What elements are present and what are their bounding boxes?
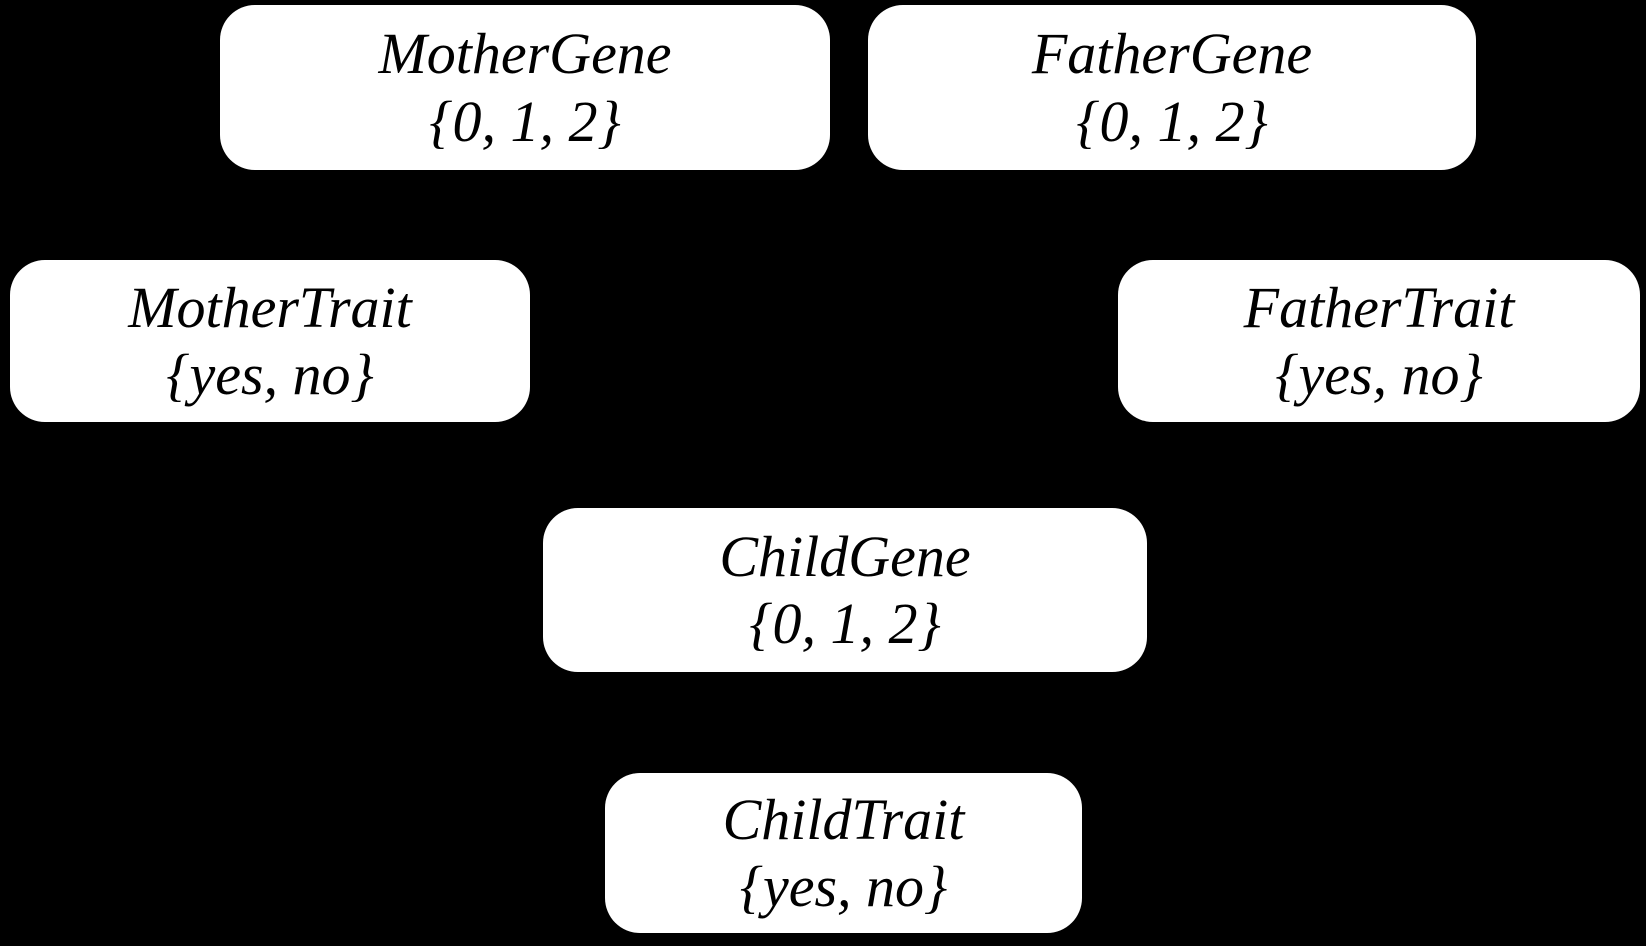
node-child-trait: ChildTrait {yes, no}: [605, 773, 1082, 933]
node-mother-gene-label: MotherGene: [378, 21, 672, 87]
node-mother-trait: MotherTrait {yes, no}: [10, 260, 530, 422]
node-child-trait-label: ChildTrait: [722, 786, 965, 852]
node-child-gene-label: ChildGene: [719, 523, 971, 589]
node-father-trait-domain: {yes, no}: [1275, 342, 1483, 407]
node-father-gene-label: FatherGene: [1031, 21, 1313, 87]
node-father-gene: FatherGene {0, 1, 2}: [868, 5, 1476, 170]
node-mother-trait-label: MotherTrait: [128, 274, 412, 340]
node-child-gene: ChildGene {0, 1, 2}: [543, 508, 1147, 672]
node-father-trait-label: FatherTrait: [1243, 274, 1515, 340]
node-child-trait-domain: {yes, no}: [739, 854, 948, 919]
node-father-gene-domain: {0, 1, 2}: [1076, 88, 1268, 154]
node-mother-gene-domain: {0, 1, 2}: [429, 88, 621, 154]
node-mother-gene: MotherGene {0, 1, 2}: [220, 5, 830, 170]
node-mother-trait-domain: {yes, no}: [166, 342, 374, 407]
node-child-gene-domain: {0, 1, 2}: [749, 591, 941, 656]
node-father-trait: FatherTrait {yes, no}: [1118, 260, 1640, 422]
